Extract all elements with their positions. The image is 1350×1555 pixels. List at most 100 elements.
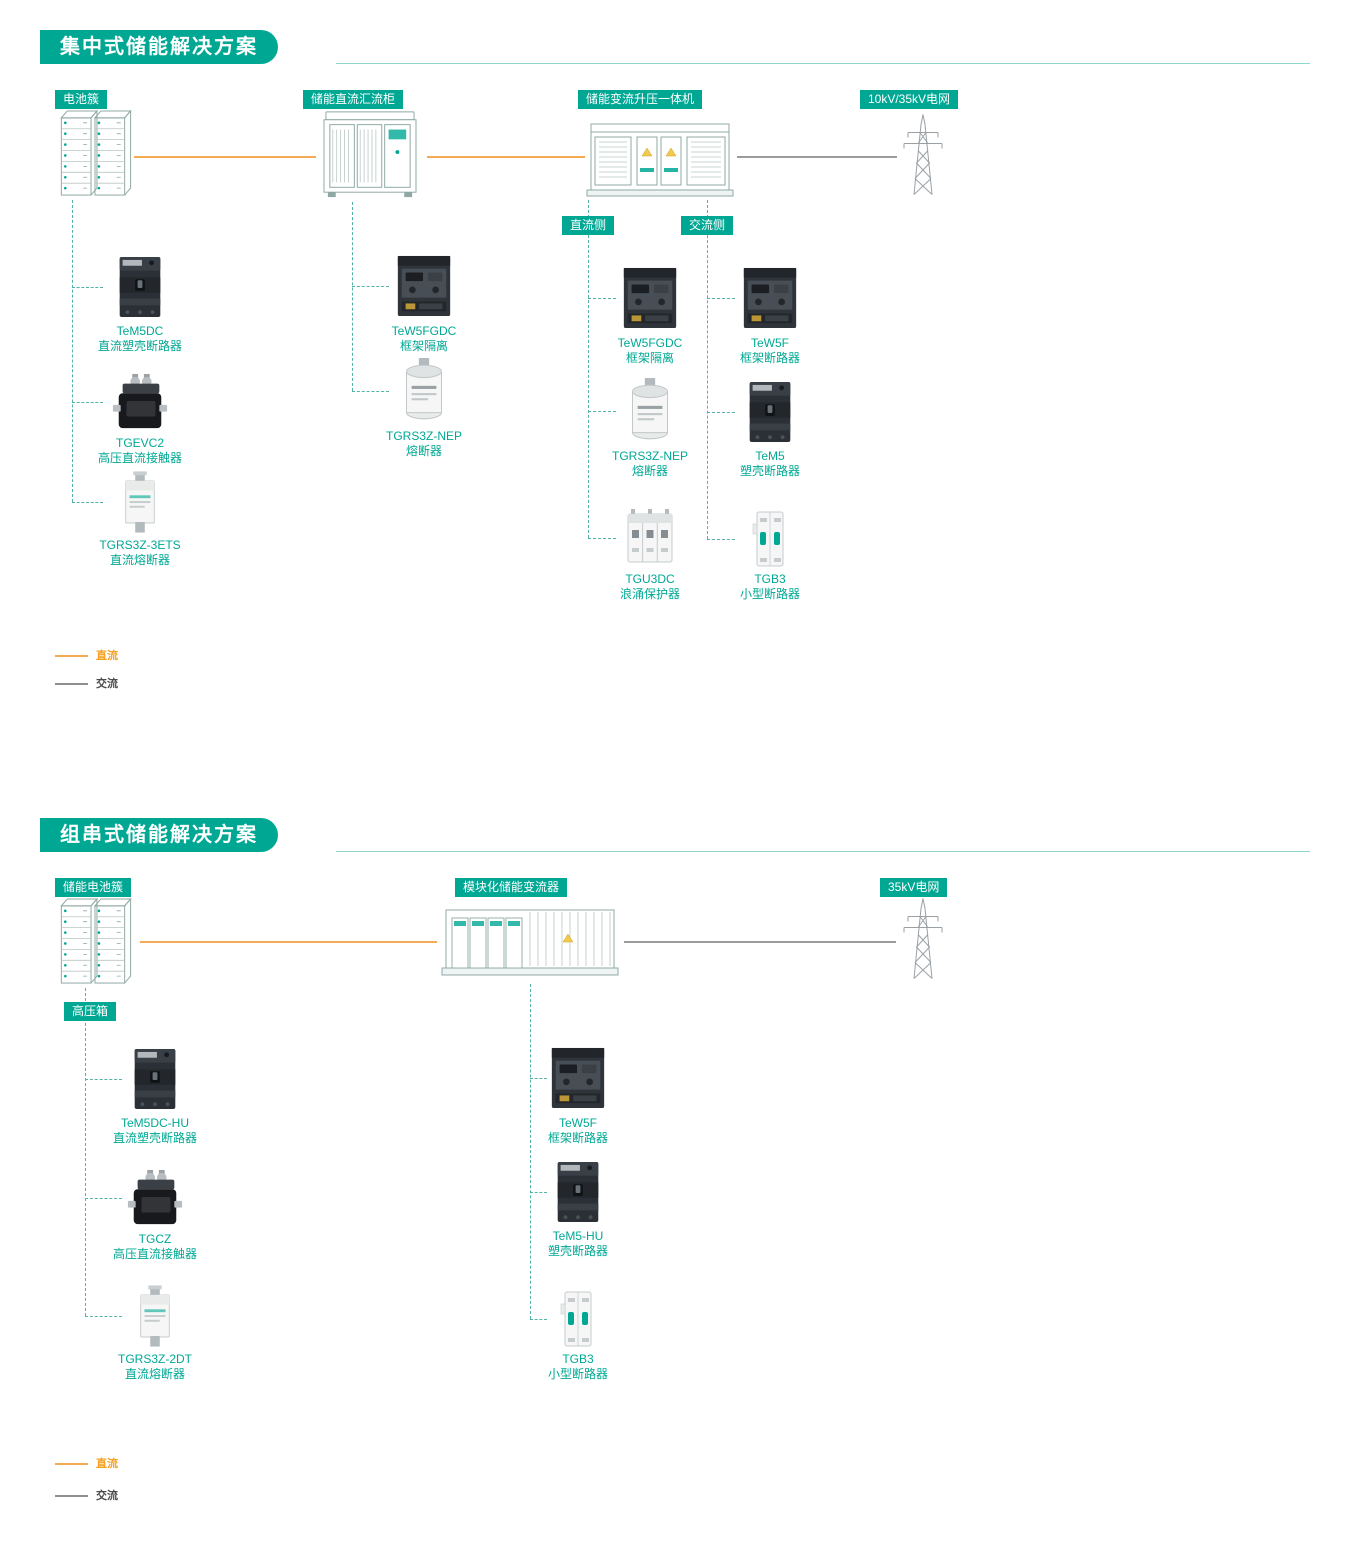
- frame-breaker-product-image: [518, 1042, 638, 1112]
- product-desc: 框架隔离: [399, 339, 448, 353]
- product-tgrs3z-nep-combiner: TGRS3Z-NEP 熔断器: [364, 355, 484, 459]
- mccb-product-image: [80, 250, 200, 320]
- product-tem5dc-hu: TeM5DC-HU 直流塑壳断路器: [95, 1042, 215, 1146]
- product-desc: 直流塑壳断路器: [112, 1131, 197, 1145]
- mccb-product-image: [710, 375, 830, 445]
- product-desc: 塑壳断路器: [739, 464, 800, 478]
- product-model: TeW5F: [750, 336, 789, 350]
- legend-ac-line: [55, 683, 88, 685]
- dashed-connector-dc-side: [588, 200, 589, 538]
- product-model: TeW5F: [558, 1116, 597, 1130]
- product-tgevc2: TGEVC2 高压直流接触器: [80, 362, 200, 466]
- product-desc: 框架断路器: [547, 1131, 608, 1145]
- dc-flow-line-battery-combiner: [134, 156, 316, 158]
- product-model: TGU3DC: [625, 572, 675, 586]
- product-desc: 熔断器: [631, 464, 668, 478]
- dashed-stub: [85, 1316, 122, 1317]
- product-tgb3-s2: TGB3 小型断路器: [518, 1278, 638, 1382]
- product-tew5f-s2: TeW5F 框架断路器: [518, 1042, 638, 1146]
- product-desc: 高压直流接触器: [97, 451, 182, 465]
- product-tgb3: TGB3 小型断路器: [710, 498, 830, 602]
- product-tgrs3z-nep-dcside: TGRS3Z-NEP 熔断器: [590, 375, 710, 479]
- dashed-stub: [72, 402, 103, 403]
- dashed-connector-pcs-branch: [530, 984, 531, 1319]
- section-title-string: 组串式储能解决方案: [40, 818, 278, 852]
- dashed-stub: [85, 1198, 122, 1199]
- mccb-product-image: [518, 1155, 638, 1225]
- dashed-stub: [707, 539, 735, 540]
- dashed-stub: [588, 298, 616, 299]
- dashed-stub: [707, 412, 735, 413]
- dc-combiner-cabinet-illustration: [316, 108, 424, 201]
- dashed-stub: [530, 1078, 547, 1079]
- product-model: TGCZ: [138, 1232, 172, 1246]
- dc-flow-line-battery-pcs: [140, 941, 437, 943]
- ac-flow-line-pcs-grid: [624, 941, 896, 943]
- legend-ac-label: 交流: [96, 678, 118, 690]
- fuse-product-image: [80, 464, 200, 534]
- product-model: TeM5DC-HU: [120, 1116, 189, 1130]
- product-model: TeM5: [755, 449, 785, 463]
- dashed-stub: [352, 391, 389, 392]
- mini-breaker-product-image: [710, 498, 830, 568]
- product-model: TGRS3Z-NEP: [385, 429, 462, 443]
- dashed-connector-battery-branch: [72, 200, 73, 502]
- frame-breaker-product-image: [710, 262, 830, 332]
- product-model: TGRS3Z-NEP: [611, 449, 688, 463]
- label-storage-battery-cluster: 储能电池簇: [55, 878, 132, 897]
- section-title-centralized: 集中式储能解决方案: [40, 30, 278, 64]
- product-model: TeM5DC: [116, 324, 164, 338]
- legend-dc-label: 直流: [96, 1458, 118, 1470]
- product-desc: 小型断路器: [547, 1367, 608, 1381]
- label-dc-side: 直流侧: [562, 216, 615, 235]
- product-tgcz: TGCZ 高压直流接触器: [95, 1158, 215, 1262]
- product-desc: 框架隔离: [625, 351, 674, 365]
- dashed-connector-combiner-branch: [352, 202, 353, 391]
- product-desc: 小型断路器: [739, 587, 800, 601]
- product-model: TeW5FGDC: [617, 336, 683, 350]
- product-model: TGRS3Z-2DT: [117, 1352, 192, 1366]
- label-modular-pcs: 模块化储能变流器: [455, 878, 568, 897]
- product-model: TeM5-HU: [552, 1229, 604, 1243]
- product-tem5: TeM5 塑壳断路器: [710, 375, 830, 479]
- frame-breaker-product-image: [364, 250, 484, 320]
- product-tem5dc: TeM5DC 直流塑壳断路器: [80, 250, 200, 354]
- ac-flow-line-pcs-grid: [737, 156, 897, 158]
- dashed-stub: [72, 502, 103, 503]
- mccb-product-image: [95, 1042, 215, 1112]
- surge-protector-product-image: [590, 498, 710, 568]
- battery-cluster-illustration: [52, 106, 134, 200]
- frame-breaker-product-image: [590, 262, 710, 332]
- cylindrical-fuse-product-image: [590, 375, 710, 445]
- label-ac-side: 交流侧: [681, 216, 734, 235]
- pcs-booster-unit-illustration: [585, 110, 735, 200]
- product-model: TGB3: [754, 572, 786, 586]
- fuse-product-image: [95, 1278, 215, 1348]
- dashed-stub: [530, 1319, 547, 1320]
- section-divider-line: [336, 63, 1310, 64]
- product-desc: 高压直流接触器: [112, 1247, 197, 1261]
- cylindrical-fuse-product-image: [364, 355, 484, 425]
- product-tgu3dc: TGU3DC 浪涌保护器: [590, 498, 710, 602]
- dashed-stub: [530, 1192, 547, 1193]
- product-desc: 直流塑壳断路器: [97, 339, 182, 353]
- product-desc: 熔断器: [405, 444, 442, 458]
- grid-tower-illustration: [898, 110, 948, 196]
- product-model: TGEVC2: [115, 436, 164, 450]
- section-divider-line: [336, 851, 1310, 852]
- product-tgrs3z-3ets: TGRS3Z-3ETS 直流熔断器: [80, 464, 200, 568]
- legend-dc-line: [55, 655, 88, 657]
- product-tgrs3z-2dt: TGRS3Z-2DT 直流熔断器: [95, 1278, 215, 1382]
- dashed-connector-hvbox-branch: [85, 988, 86, 1316]
- product-desc: 浪涌保护器: [619, 587, 680, 601]
- legend-dc-label: 直流: [96, 650, 118, 662]
- dashed-stub: [72, 287, 103, 288]
- label-pcs-booster-unit: 储能变流升压一体机: [578, 90, 703, 109]
- dashed-stub: [352, 286, 389, 287]
- label-hv-box: 高压箱: [64, 1002, 117, 1021]
- dc-flow-line-combiner-pcs: [427, 156, 585, 158]
- dashed-stub: [707, 298, 735, 299]
- product-desc: 框架断路器: [739, 351, 800, 365]
- product-desc: 直流熔断器: [124, 1367, 185, 1381]
- label-battery-cluster: 电池簇: [55, 90, 108, 109]
